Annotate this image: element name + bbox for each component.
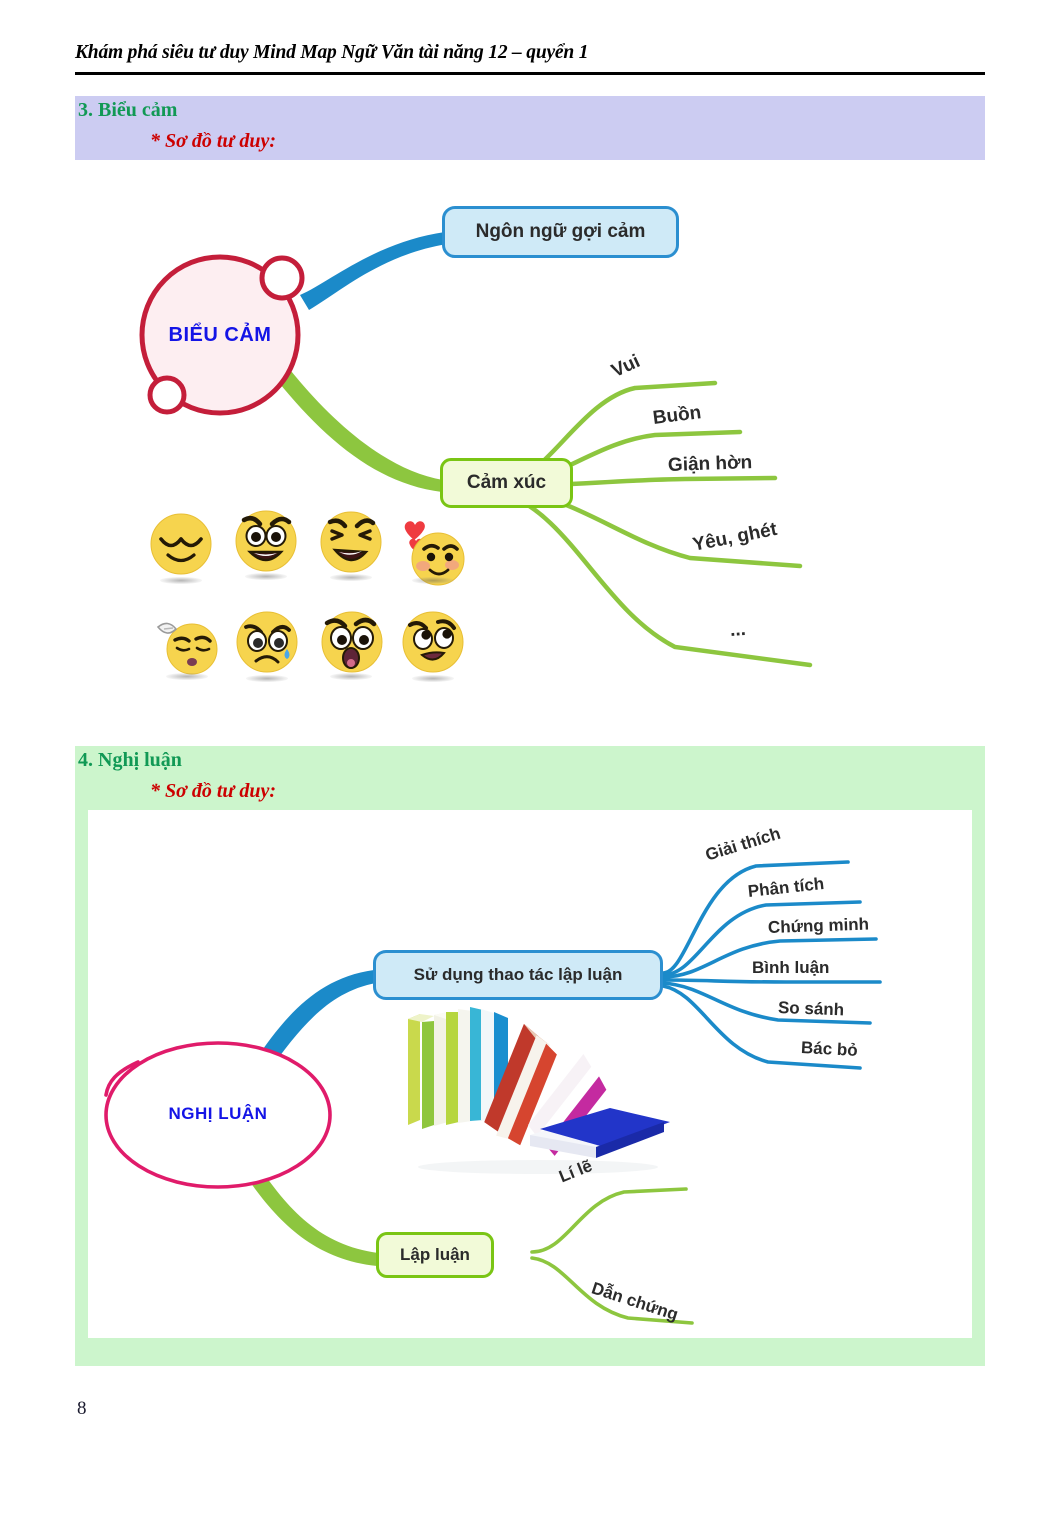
- subbranch-chung-minh: [661, 937, 878, 979]
- branch-green-stroke: [276, 366, 443, 492]
- flat-blue-book: [530, 1108, 670, 1158]
- central-node-ellipse-overshoot: [104, 1060, 140, 1097]
- reasoning-subbranches: [530, 1187, 694, 1325]
- header-divider: [75, 72, 985, 75]
- section-4-heading-band: [75, 746, 985, 810]
- emoji-mischievous-face: [400, 609, 466, 682]
- node-su-dung-thao-tac-lap-luan-label: Sử dụng thao tác lập luận: [413, 965, 623, 984]
- emoji-illustration-grid: [148, 505, 478, 690]
- central-node-label: BIỂU CẢM: [168, 323, 272, 346]
- subbranch-giai-thich: [661, 860, 850, 975]
- page-number: 8: [77, 1398, 87, 1419]
- leaning-red-book: [484, 1023, 557, 1146]
- node-lap-luan[interactable]: Lập luận: [376, 1232, 494, 1278]
- subbranch-phan-tich: [661, 900, 862, 977]
- emoji-crying-face: [234, 609, 300, 682]
- central-node-bieu-cam[interactable]: BIỂU CẢM: [142, 320, 298, 350]
- mindmap-bieu-cam: BIỂU CẢM Ngôn ngữ gợi cảm Cảm xúc Vui Bu…: [75, 170, 985, 730]
- central-node-circle: [139, 254, 301, 416]
- emoji-shadow: [412, 675, 454, 682]
- books-illustration: [388, 995, 688, 1175]
- emoji-shadow: [245, 573, 287, 580]
- section-3-heading-band: [75, 96, 985, 160]
- node-cam-xuc-label: Cảm xúc: [466, 472, 547, 493]
- running-header: Khám phá siêu tư duy Mind Map Ngữ Văn tà…: [75, 42, 985, 64]
- leaf-chung-minh[interactable]: Chứng minh: [767, 914, 870, 937]
- leaf-bac-bo[interactable]: Bác bỏ: [800, 1038, 859, 1060]
- node-ngon-ngu-goi-cam[interactable]: Ngôn ngữ gợi cảm: [442, 206, 679, 258]
- central-node-nghi-luan[interactable]: NGHỊ LUẬN: [143, 1100, 293, 1128]
- branch-blue-stroke-2: [254, 970, 376, 1072]
- leaf-binh-luan[interactable]: Bình luận: [752, 958, 830, 977]
- section-3-title: 3. Biểu cảm: [78, 99, 178, 121]
- leaf-gian-hon[interactable]: Giận hờn: [667, 452, 753, 476]
- section-3-subtitle: * Sơ đồ tư duy:: [150, 130, 277, 152]
- emoji-shadow: [330, 673, 372, 680]
- subbranch-so-sanh: [661, 981, 872, 1025]
- emoji-shocked-face: [318, 607, 384, 680]
- section-4-title: 4. Nghị luận: [78, 749, 182, 771]
- node-cam-xuc[interactable]: Cảm xúc: [440, 458, 573, 508]
- subbranch-binh-luan: [661, 978, 882, 984]
- mindmap-nghi-luan-svg: [104, 860, 882, 1325]
- section-4-right-border: [972, 810, 985, 1348]
- emoji-big-grin-face: [233, 507, 299, 580]
- emoji-shadow: [166, 673, 208, 680]
- emoji-shadow: [246, 675, 288, 682]
- section-4-bottom-border: [75, 1338, 985, 1366]
- central-node-label-2: NGHỊ LUẬN: [168, 1104, 268, 1123]
- subbranch-etc: [502, 491, 813, 668]
- subbranch-li-le: [530, 1187, 688, 1254]
- emoji-in-love-face: [400, 519, 466, 586]
- branch-blue-stroke: [300, 232, 447, 310]
- emoji-laughing-face: [318, 508, 384, 581]
- section-4-left-border: [75, 810, 88, 1348]
- emoji-sick-tired-face: [154, 613, 220, 680]
- section-4-subtitle: * Sơ đồ tư duy:: [150, 780, 277, 802]
- node-su-dung-thao-tac-lap-luan[interactable]: Sử dụng thao tác lập luận: [373, 950, 663, 1000]
- central-node-bubble-bottom: [147, 375, 187, 415]
- emoji-shadow: [160, 577, 202, 584]
- node-lap-luan-label: Lập luận: [400, 1245, 470, 1264]
- mindmap-nghi-luan: NGHỊ LUẬN Sử dụng thao tác lập luận Lập …: [88, 810, 972, 1338]
- central-node-bubble-top: [259, 255, 305, 301]
- central-node-ellipse: [104, 1041, 332, 1189]
- argument-subbranches: [661, 860, 882, 1070]
- leaf-so-sanh[interactable]: So sánh: [777, 998, 845, 1020]
- emoji-shadow: [412, 577, 454, 584]
- header-title: Khám phá siêu tư duy Mind Map Ngữ Văn tà…: [75, 42, 589, 63]
- subbranch-dan-chung: [530, 1256, 694, 1325]
- emoji-shadow: [330, 574, 372, 581]
- leaf-etc[interactable]: ...: [729, 618, 747, 641]
- node-ngon-ngu-goi-cam-label: Ngôn ngữ gợi cảm: [475, 221, 646, 242]
- emoji-sleepy-content-face: [148, 511, 214, 584]
- subbranch-bac-bo: [661, 984, 862, 1070]
